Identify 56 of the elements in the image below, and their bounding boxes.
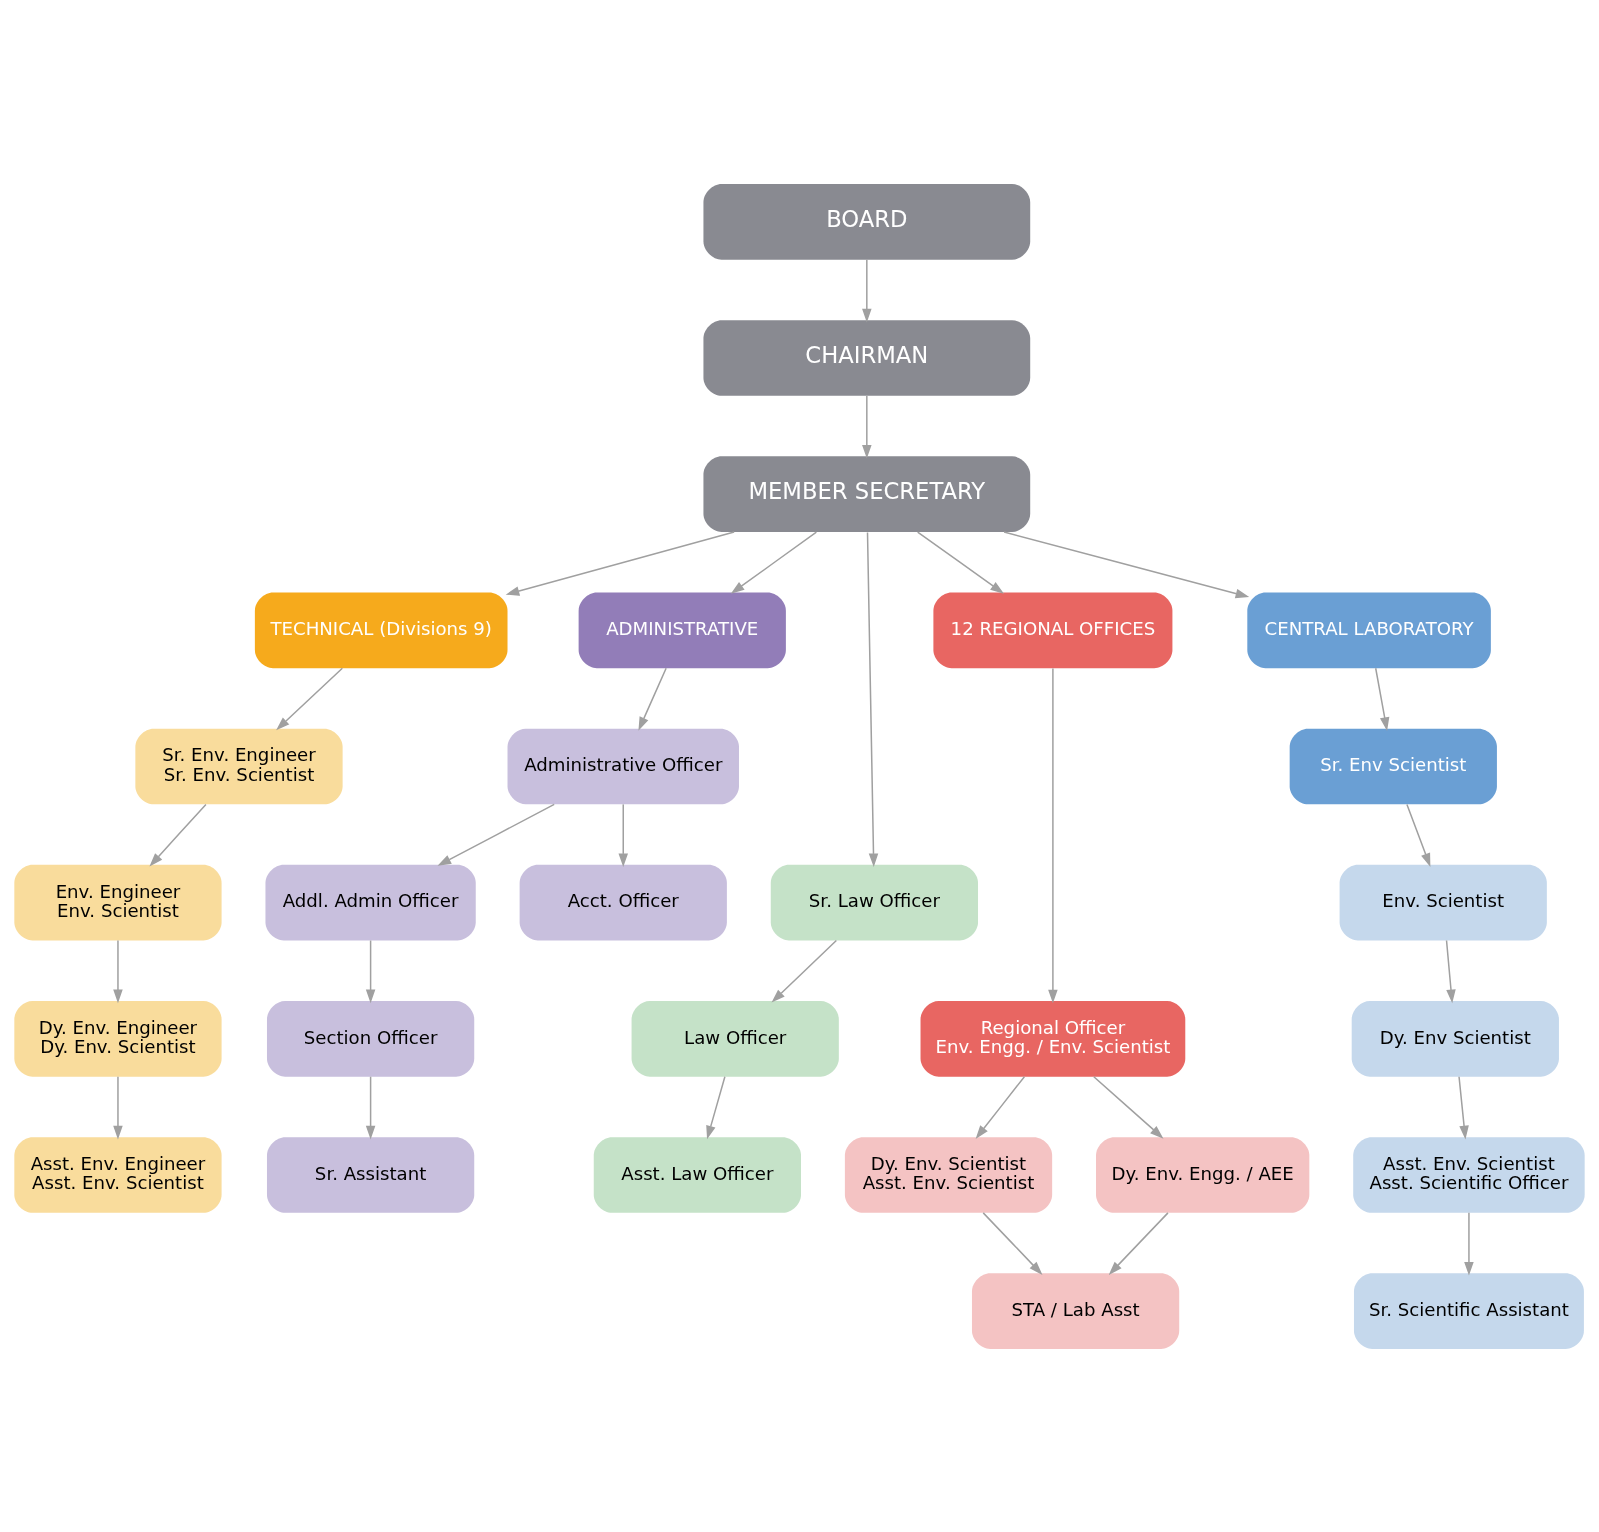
node-box: 12 REGIONAL OFFICES: [933, 592, 1173, 668]
arrow: [975, 1075, 1026, 1139]
arrow: [916, 530, 1004, 594]
arrow: [866, 531, 879, 867]
node-box: Addl. Admin Officer: [265, 864, 476, 940]
arrow: [862, 258, 872, 322]
arrow: [113, 1075, 123, 1139]
arrow: [638, 667, 667, 731]
node-box: TECHNICAL (Divisions 9): [254, 592, 508, 668]
node-box: Sr. Assistant: [267, 1136, 475, 1213]
node-box: Sr. Env. Engineer Sr. Env. Scientist: [135, 728, 343, 804]
node-box: Sr. Env Scientist: [1289, 728, 1497, 804]
node-box: Acct. Officer: [519, 864, 727, 940]
arrow: [1108, 1211, 1169, 1275]
node-box: Law Officer: [631, 1000, 839, 1077]
arrow: [982, 1211, 1043, 1275]
arrow: [862, 394, 872, 459]
arrow: [730, 530, 818, 594]
arrow: [276, 667, 344, 730]
node-box: Dy. Env. Engineer Dy. Env. Scientist: [14, 1000, 222, 1077]
node-box: Dy. Env Scientist: [1351, 1000, 1559, 1077]
node-box: Env. Scientist: [1339, 864, 1547, 940]
node-box: STA / Lab Asst: [971, 1272, 1180, 1349]
arrow: [365, 1075, 376, 1139]
node-box: Administrative Officer: [507, 728, 739, 804]
arrow: [1406, 803, 1431, 867]
arrow: [1048, 667, 1058, 1003]
arrow: [1458, 1075, 1469, 1139]
arrow: [771, 939, 838, 1003]
arrow: [113, 939, 123, 1003]
arrow: [365, 939, 376, 1003]
arrow: [505, 530, 735, 596]
arrow: [1003, 530, 1250, 598]
arrow: [1464, 1211, 1474, 1276]
node-box: ADMINISTRATIVE: [578, 592, 786, 668]
node-box: Asst. Law Officer: [593, 1136, 801, 1213]
node-box: Asst. Env. Scientist Asst. Scientific Officer: [1353, 1136, 1585, 1213]
node-box: BOARD: [703, 183, 1031, 260]
arrow: [706, 1075, 726, 1139]
arrow: [149, 803, 207, 866]
arrow: [437, 803, 555, 866]
node-box: CHAIRMAN: [703, 319, 1031, 396]
arrow: [1445, 939, 1456, 1003]
node-box: Regional Officer Env. Engg. / Env. Scientist: [920, 1000, 1186, 1077]
node-box: Env. Engineer Env. Scientist: [14, 864, 222, 940]
arrow: [1374, 667, 1390, 731]
node-box: Asst. Env. Engineer Asst. Env. Scientist: [14, 1136, 222, 1213]
node-box: CENTRAL LABORATORY: [1247, 592, 1491, 668]
arrow: [618, 803, 629, 867]
node-box: Sr. Law Officer: [770, 864, 978, 940]
node-box: Dy. Env. Scientist Asst. Env. Scientist: [844, 1136, 1053, 1213]
node-box: MEMBER SECRETARY: [703, 455, 1031, 532]
node-box: Dy. Env. Engg. / AEE: [1096, 1136, 1310, 1213]
node-box: Sr. Scientific Assistant: [1353, 1272, 1584, 1349]
arrow: [1093, 1075, 1164, 1139]
node-box: Section Officer: [267, 1000, 475, 1077]
